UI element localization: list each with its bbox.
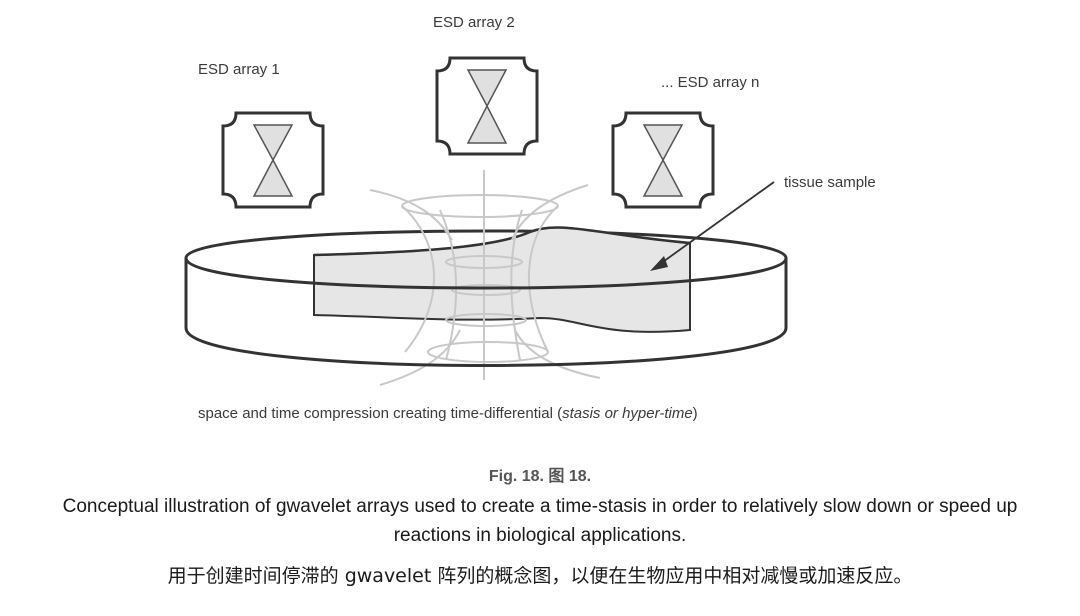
hourglass-icon: [642, 124, 684, 197]
esd-array-2: [435, 56, 539, 156]
compression-close: ): [692, 405, 698, 422]
label-esd-array-n: ... ESD array n: [661, 74, 760, 91]
label-esd-array-2: ESD array 2: [433, 14, 515, 31]
esd-array-n: [611, 111, 715, 209]
tissue-sample-top-edge: [313, 226, 691, 257]
hourglass-icon: [466, 69, 508, 144]
caption-english: Conceptual illustration of gwavelet arra…: [62, 496, 1018, 546]
label-compression: space and time compression creating time…: [198, 405, 698, 422]
tissue-sample: [313, 226, 691, 333]
label-tissue-sample: tissue sample: [784, 174, 876, 191]
gwavelet-diagram: [184, 56, 788, 386]
dish-body: [184, 258, 788, 367]
caption-chinese: 用于创建时间停滞的 gwavelet 阵列的概念图，以便在生物应用中相对减慢或加…: [167, 565, 913, 587]
figure-number: Fig. 18. 图 18.: [488, 468, 592, 485]
label-esd-array-1: ESD array 1: [198, 61, 280, 78]
dish-back-rim: [184, 229, 788, 259]
dish-front-rim: [184, 257, 788, 290]
tissue-pointer-arrow: [650, 181, 775, 271]
hourglass-icon: [252, 124, 294, 197]
compression-italic-text: stasis or hyper-time: [562, 405, 693, 422]
esd-array-1: [221, 111, 325, 209]
compression-text: space and time compression creating time…: [198, 405, 563, 422]
gwavelet-field: [369, 170, 601, 386]
